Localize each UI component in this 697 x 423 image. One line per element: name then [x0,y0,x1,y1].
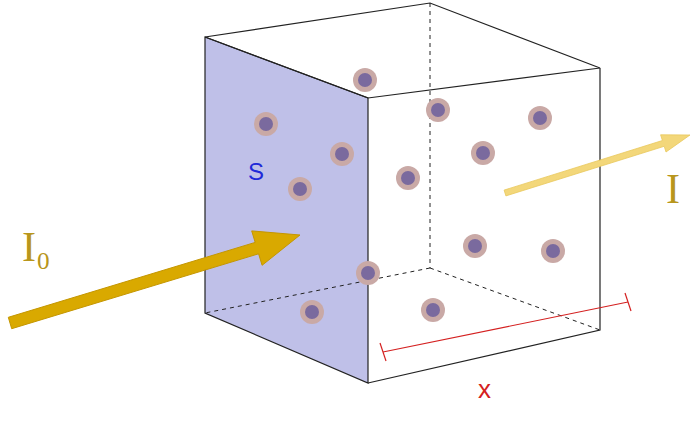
transmitted-beam [504,135,690,196]
surface-label: S [248,160,264,184]
incident-intensity: I₀ [22,226,51,268]
transmitted-intensity: I [666,168,680,210]
particles [254,68,565,324]
particle-core [259,73,560,319]
particle-halo [254,68,565,324]
dimension-line [380,293,631,361]
hidden-edges [205,3,600,330]
cube-edges [205,3,600,383]
incident-beam [8,231,300,329]
thickness-label: x [478,376,491,402]
